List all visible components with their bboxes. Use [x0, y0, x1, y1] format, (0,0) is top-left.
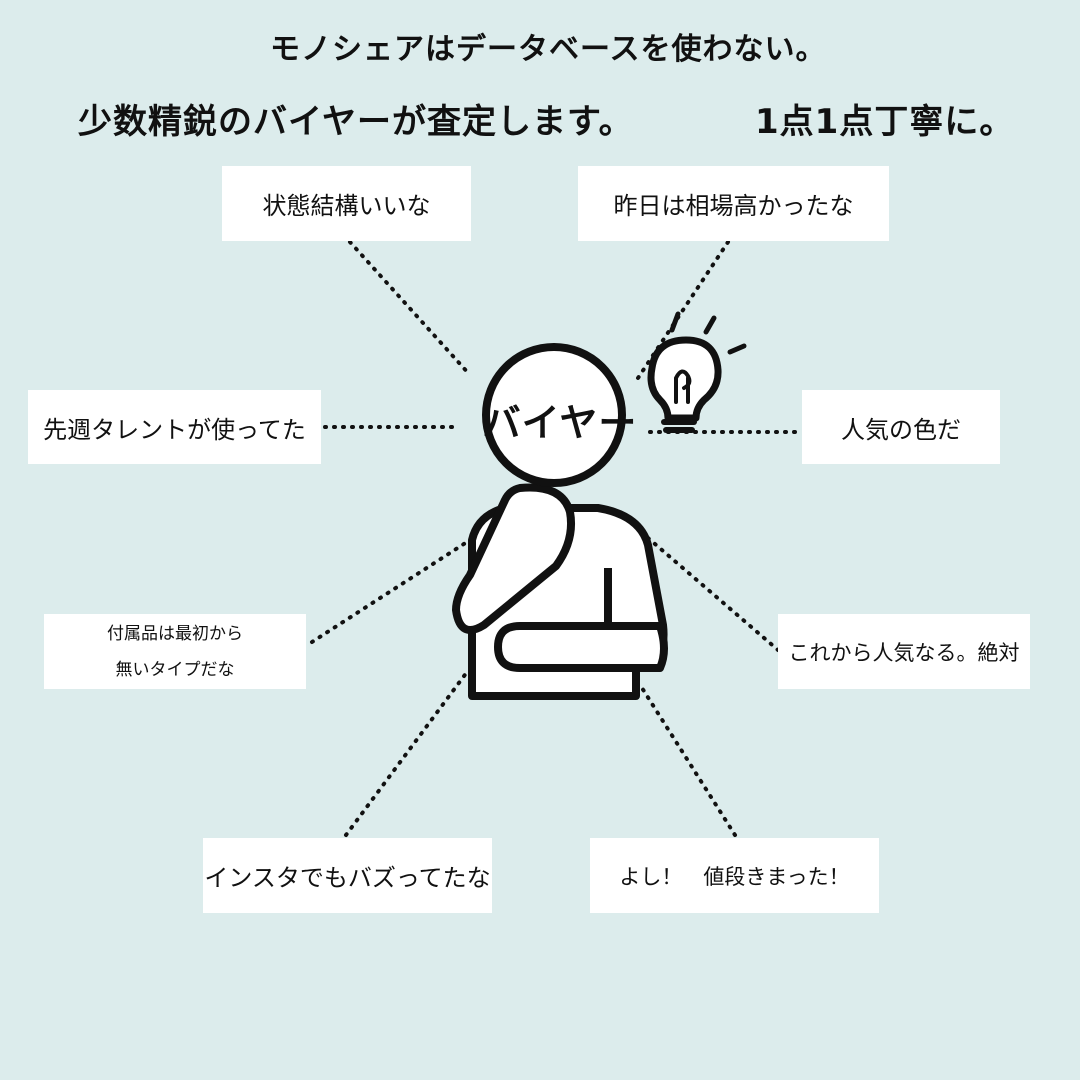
thought-trend-text: これから人気なる。絶対: [788, 640, 1020, 665]
buyer-forearm: [494, 622, 668, 672]
buyer-head-label: バイヤー: [482, 401, 638, 445]
thought-instagram: インスタでもバズってたな: [203, 838, 492, 913]
lightbulb-icon: [647, 311, 747, 433]
connector-trend: [646, 536, 780, 652]
thought-popular-color-text: 人気の色だ: [841, 415, 961, 444]
connector-accessories: [310, 538, 472, 644]
thought-accessories-line-2: 無いタイプだな: [115, 659, 235, 680]
connector-condition: [348, 240, 472, 377]
buyer-head: [482, 343, 626, 487]
thought-price-yesterday-text: 昨日は相場高かったな: [613, 192, 854, 220]
thought-price-yesterday: 昨日は相場高かったな: [578, 166, 889, 241]
buyer-figure: [452, 343, 668, 700]
thought-instagram-text: インスタでもバズってたな: [204, 864, 491, 892]
headline-line-1: モノシェアはデータベースを使わない。: [270, 32, 827, 67]
thought-condition: 状態結構いいな: [222, 166, 471, 241]
thought-celebrity-text: 先週タレントが使ってた: [43, 415, 306, 444]
thought-accessories: 付属品は最初から 無いタイプだな: [44, 614, 306, 689]
thought-condition-text: 状態結構いいな: [262, 192, 431, 220]
thought-trend: これから人気なる。絶対: [778, 614, 1030, 689]
headline-line-3: 1点1点丁寧に。: [755, 102, 1015, 142]
thought-popular-color: 人気の色だ: [802, 390, 1000, 464]
buyer-raised-arm: [452, 483, 575, 634]
connector-price-decided: [640, 686, 737, 837]
thought-price-decided: よし！ 値段きまった！: [590, 838, 879, 913]
headline-line-2: 少数精鋭のバイヤーが査定します。: [78, 102, 634, 142]
thought-accessories-line-1: 付属品は最初から: [107, 623, 243, 644]
connector-instagram: [344, 670, 469, 837]
thought-price-decided-text: よし！ 値段きまった！: [619, 864, 850, 889]
thought-celebrity: 先週タレントが使ってた: [28, 390, 321, 464]
